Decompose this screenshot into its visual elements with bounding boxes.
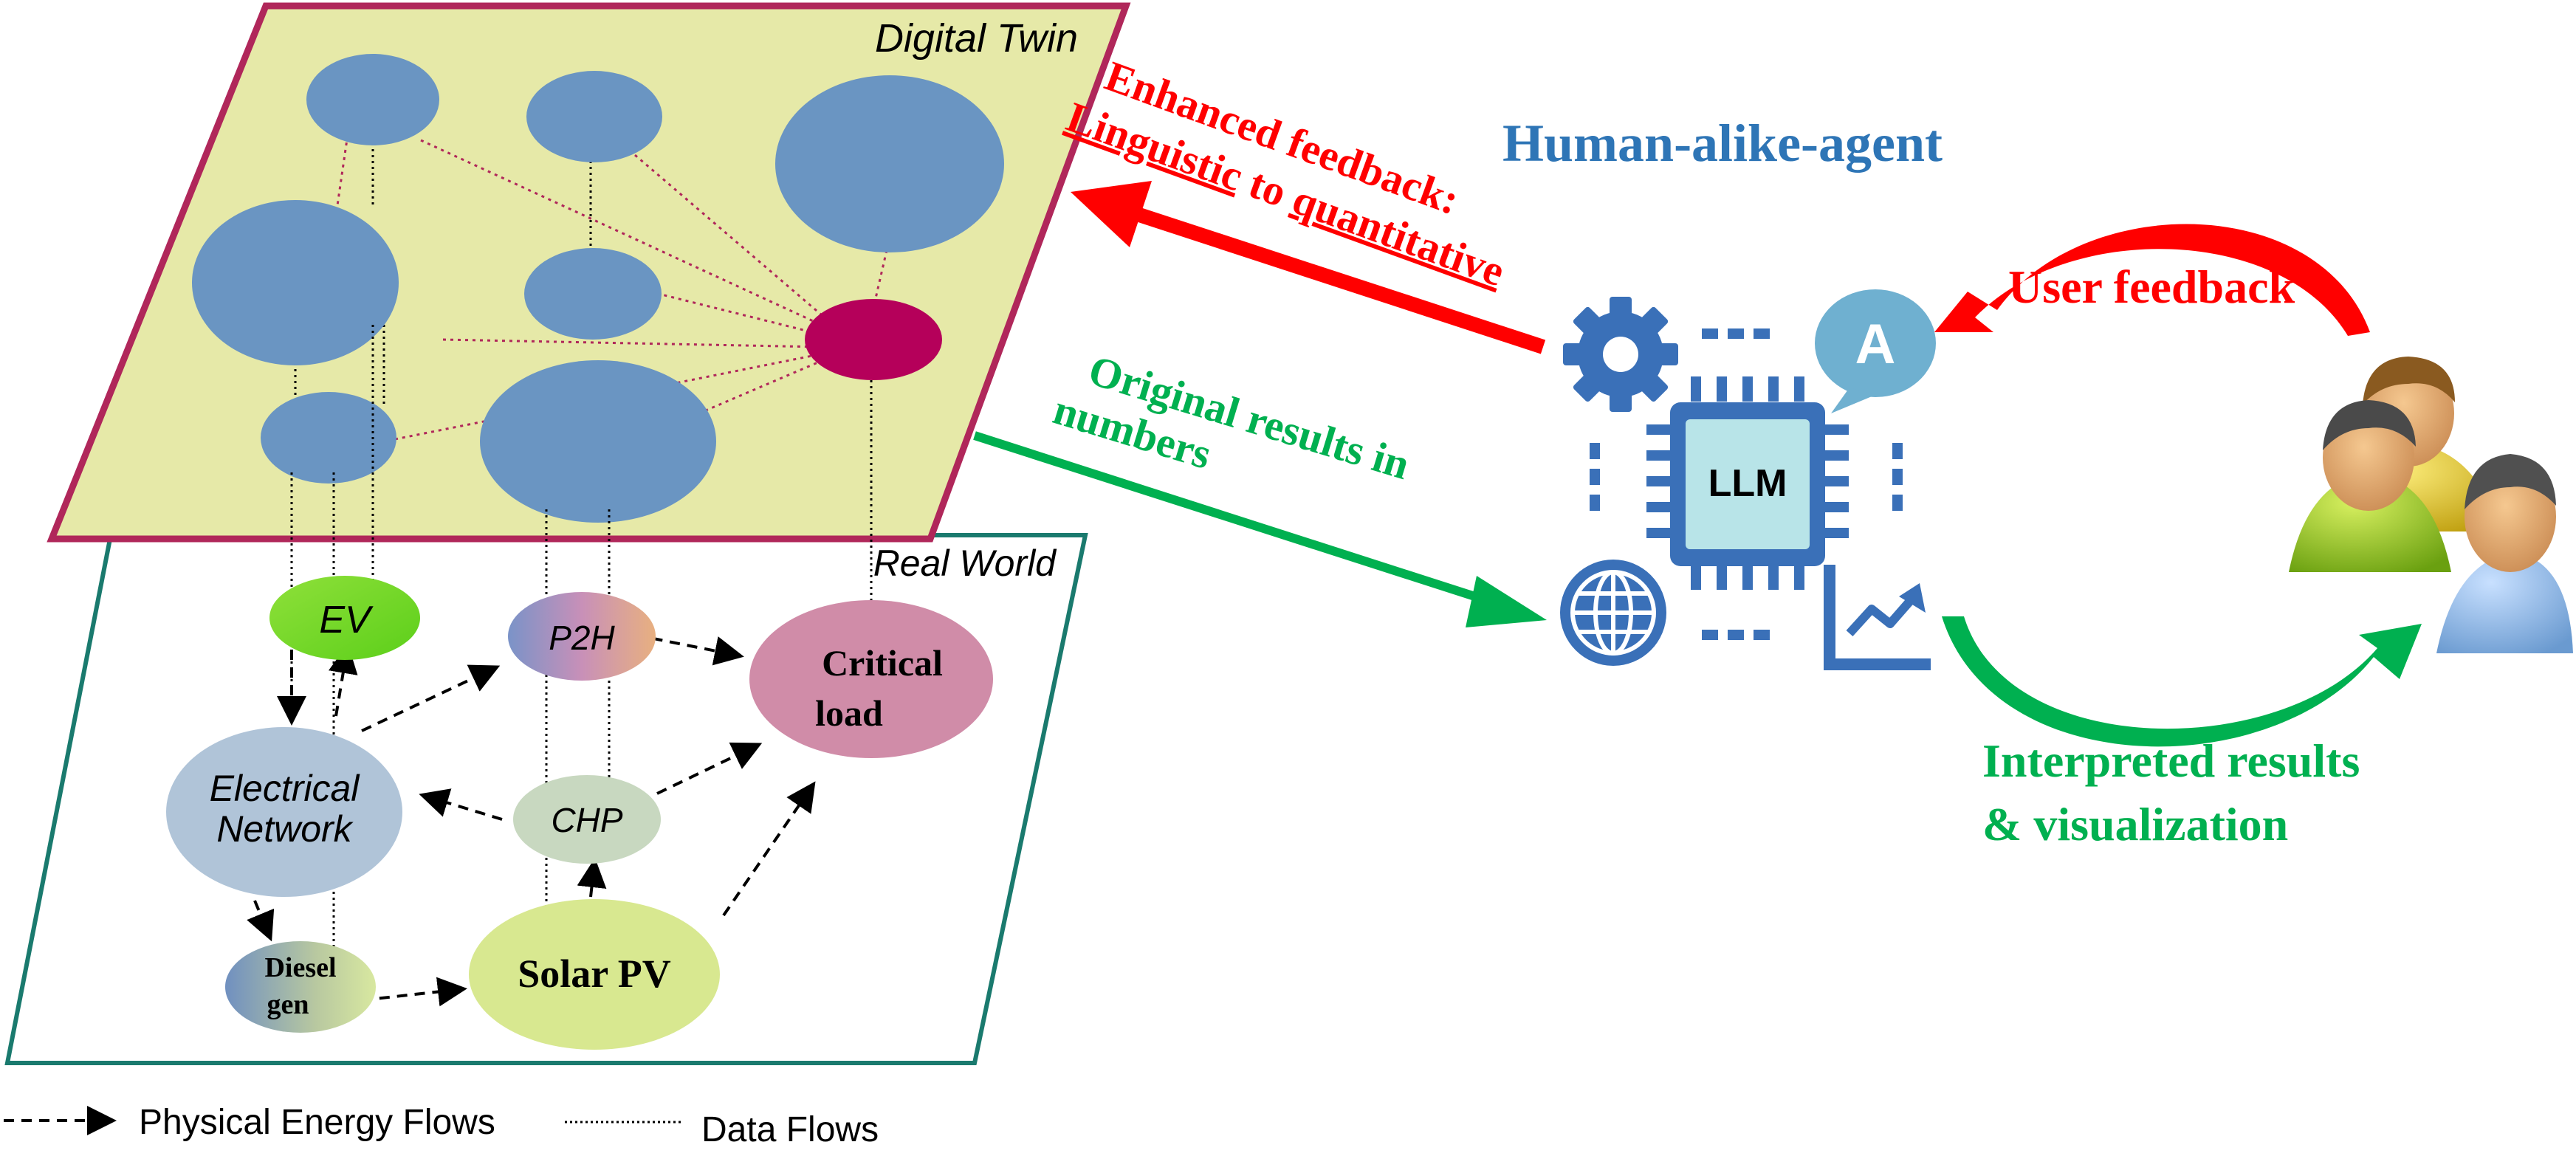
- twin-node: [524, 248, 662, 340]
- twin-node: [306, 54, 439, 145]
- user-feedback-label: User feedback: [2008, 261, 2295, 313]
- speech-bubble-icon: A: [1815, 289, 1936, 413]
- chip-pins: [1646, 376, 1849, 590]
- llm-label: LLM: [1708, 462, 1787, 505]
- critical-load-label-1: Critical: [822, 642, 943, 684]
- gear-icon: [1563, 297, 1678, 412]
- original-results-text: Original results in numbers: [1048, 345, 1415, 489]
- original-results-arrow: [973, 431, 1547, 627]
- speech-bubble-letter: A: [1855, 313, 1896, 376]
- twin-hub-node: [805, 299, 942, 380]
- interpreted-results-line1: Interpreted results: [1982, 734, 2360, 787]
- twin-node: [480, 360, 716, 523]
- critical-load-node: [749, 600, 993, 758]
- digital-twin-plane: Digital Twin: [47, 2, 1131, 543]
- electrical-network-label-1: Electrical: [210, 768, 361, 809]
- electrical-network-node: [166, 727, 402, 897]
- real-world-title: Real World: [873, 543, 1057, 584]
- electrical-network-label-2: Network: [216, 808, 354, 850]
- ev-label: EV: [319, 599, 374, 641]
- twin-node: [192, 200, 399, 365]
- enhanced-feedback-arrow: [1071, 181, 1546, 354]
- solar-pv-label: Solar PV: [518, 952, 671, 996]
- real-world-nodes: EV P2H Critical load Electrical Network …: [166, 576, 993, 1050]
- p2h-label: P2H: [549, 619, 615, 657]
- chip-core: [1686, 419, 1810, 549]
- ev-node: [269, 576, 420, 660]
- interpreted-results-line2: & visualization: [1982, 798, 2288, 850]
- legend-data-label: Data Flows: [701, 1110, 879, 1149]
- diesel-gen-label-2: gen: [267, 989, 309, 1020]
- energy-flow-arrows: [247, 633, 816, 1007]
- user-feedback-arrow: [1934, 224, 2370, 336]
- p2h-node: [508, 592, 656, 681]
- llm-chip: LLM: [1646, 376, 1849, 590]
- critical-load-label-2: load: [815, 692, 883, 734]
- user-avatar-blue: [2436, 454, 2573, 653]
- twin-node: [526, 71, 662, 162]
- globe-icon: [1560, 560, 1666, 666]
- legend: Physical Energy Flows Data Flows: [4, 1103, 879, 1149]
- chart-icon: [1824, 565, 1931, 670]
- digital-twin-title: Digital Twin: [875, 16, 1078, 61]
- twin-node: [261, 392, 396, 484]
- user-avatar-green: [2289, 400, 2451, 572]
- twin-node: [775, 75, 1004, 252]
- chip-connectors: [1590, 328, 1903, 640]
- legend-physical-label: Physical Energy Flows: [139, 1103, 495, 1142]
- enhanced-feedback-text: Enhanced feedback: Linguistic to quantit…: [1061, 52, 1511, 295]
- agent-title: Human-alike-agent: [1502, 114, 1943, 173]
- chp-label: CHP: [551, 801, 622, 839]
- interpreted-results-arrow: [1942, 616, 2422, 747]
- diesel-gen-node: [225, 941, 376, 1033]
- diesel-gen-label-1: Diesel: [264, 952, 336, 983]
- chp-node: [513, 775, 661, 864]
- users-group-icon: [2289, 357, 2573, 653]
- solar-pv-node: [469, 899, 720, 1050]
